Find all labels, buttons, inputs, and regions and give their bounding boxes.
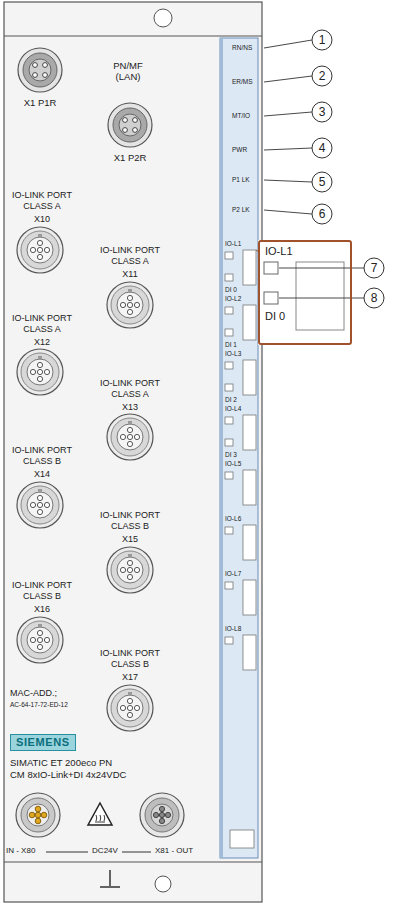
inset-label: IO-L1 (265, 245, 293, 258)
io-led-label: IO-L4 (225, 405, 241, 413)
io-led-label: IO-L8 (225, 625, 241, 633)
io-led-label: IO-L6 (225, 515, 241, 523)
callout-number: 6 (312, 207, 332, 221)
io-led-label: IO-L3 (225, 350, 241, 358)
supply-label: IN - X80 (6, 846, 35, 856)
supply-label: X81 - OUT (155, 846, 193, 856)
brand-box: SIEMENS (10, 734, 76, 751)
led-label: MT/IO (232, 112, 250, 120)
led-label: P2 LK (232, 206, 250, 214)
port-label: IO-LINK PORT CLASS A (9, 190, 75, 212)
port-label: X15 (110, 534, 150, 545)
callout-number: 3 (312, 105, 332, 119)
port-label: X11 (110, 269, 150, 280)
port-label: X14 (22, 469, 62, 480)
address-label: MAC-ADD.; (10, 688, 57, 699)
io-led-label: DI 2 (225, 396, 237, 404)
io-led-label: DI 3 (225, 451, 237, 459)
product-name: SIMATIC ET 200eco PN (10, 757, 112, 768)
io-led-label: IO-L7 (225, 570, 241, 578)
product-name: CM 8xIO-Link+DI 4x24VDC (10, 769, 126, 780)
led-label: RN/NS (232, 44, 252, 52)
detail-inset: IO-L1 DI 0 (258, 240, 352, 345)
led-label: PWR (232, 146, 247, 154)
mac-address: AC-64-17-72-ED-12 (10, 701, 68, 709)
io-led-label: IO-L1 (225, 240, 241, 248)
port-label: X1 P1R (10, 97, 70, 108)
port-label: X12 (22, 337, 62, 348)
brand-text: SIEMENS (16, 736, 70, 749)
callout-number: 7 (364, 261, 384, 275)
io-led-label: IO-L2 (225, 295, 241, 303)
interface-label: PN/MF (LAN) (106, 60, 150, 83)
port-label: X10 (22, 214, 62, 225)
inset-label: DI 0 (265, 310, 285, 323)
callout-number: 8 (364, 291, 384, 305)
port-label: IO-LINK PORT CLASS A (97, 245, 163, 267)
port-label: IO-LINK PORT CLASS A (9, 313, 75, 335)
port-label: IO-LINK PORT CLASS A (97, 378, 163, 400)
port-label: X13 (110, 402, 150, 413)
supply-label: DC24V (85, 846, 125, 856)
led-label: P1 LK (232, 176, 250, 184)
io-led-label: DI 1 (225, 341, 237, 349)
io-led-label: IO-L5 (225, 460, 241, 468)
io-led-label: DI 0 (225, 286, 237, 294)
port-label: IO-LINK PORT CLASS B (9, 445, 75, 467)
port-label: IO-LINK PORT CLASS B (97, 510, 163, 532)
port-label: IO-LINK PORT CLASS B (9, 580, 75, 602)
callout-number: 5 (312, 175, 332, 189)
port-label: X17 (110, 672, 150, 683)
port-label: X1 P2R (100, 152, 160, 163)
port-label: IO-LINK PORT CLASS B (97, 648, 163, 670)
led-label: ER/MS (232, 78, 253, 86)
port-label: X16 (22, 604, 62, 615)
callout-number: 2 (312, 69, 332, 83)
callout-number: 1 (312, 33, 332, 47)
callout-number: 4 (312, 141, 332, 155)
